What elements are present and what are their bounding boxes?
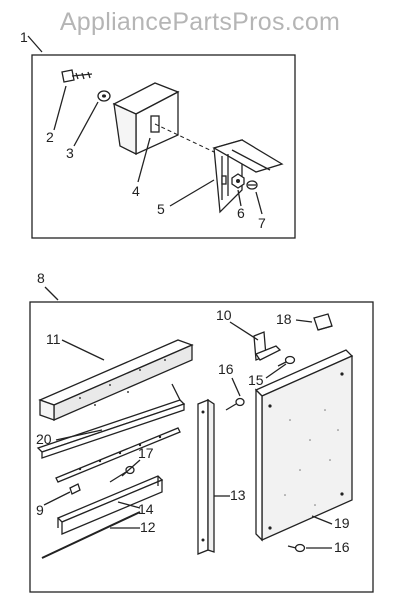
callout-3: 3 bbox=[66, 145, 74, 161]
callout-6: 6 bbox=[237, 205, 245, 221]
callout-8: 8 bbox=[37, 270, 45, 286]
callout-14: 14 bbox=[138, 501, 154, 517]
leader-6 bbox=[237, 189, 242, 207]
leader-7 bbox=[255, 191, 263, 215]
callout-16-lower: 16 bbox=[334, 539, 350, 555]
channel-strip-part-20 bbox=[36, 383, 186, 459]
callout-9: 9 bbox=[36, 502, 44, 518]
leader-16-upper bbox=[231, 377, 241, 397]
callout-5: 5 bbox=[157, 201, 165, 217]
callout-12: 12 bbox=[140, 519, 156, 535]
leader-18 bbox=[295, 319, 313, 323]
perforated-strip bbox=[55, 427, 181, 483]
tray-bracket-part-14 bbox=[56, 475, 164, 535]
nut-part-6 bbox=[231, 173, 245, 189]
leader-1 bbox=[27, 35, 43, 53]
screw-part-7 bbox=[246, 180, 258, 190]
lower-kit-border bbox=[29, 301, 374, 593]
leader-4 bbox=[137, 137, 151, 183]
leader-17 bbox=[121, 459, 141, 477]
screw-part-9 bbox=[69, 483, 81, 495]
callout-16-upper: 16 bbox=[218, 361, 234, 377]
upper-kit-border bbox=[31, 54, 296, 239]
leader-11 bbox=[61, 339, 105, 361]
leader-19 bbox=[311, 515, 333, 525]
angle-bracket-part-5 bbox=[212, 139, 284, 214]
callout-10: 10 bbox=[216, 307, 232, 323]
vertical-channel-part-13 bbox=[197, 398, 215, 555]
leader-8 bbox=[44, 286, 59, 301]
callout-7: 7 bbox=[258, 215, 266, 231]
rod-part-12 bbox=[41, 511, 141, 559]
wood-block-part-11 bbox=[38, 339, 194, 421]
callout-17: 17 bbox=[138, 445, 154, 461]
leader-5 bbox=[169, 179, 215, 207]
screw-part-16-upper bbox=[225, 397, 245, 411]
callout-13: 13 bbox=[230, 487, 246, 503]
callout-19: 19 bbox=[334, 515, 350, 531]
leader-2 bbox=[53, 85, 67, 131]
callout-18: 18 bbox=[276, 311, 292, 327]
callout-4: 4 bbox=[132, 183, 140, 199]
callout-11: 11 bbox=[46, 331, 61, 347]
bracket-cover-part-4 bbox=[112, 82, 215, 156]
leader-3 bbox=[73, 101, 99, 147]
washer-part-3 bbox=[97, 90, 111, 102]
screw-part-16-lower bbox=[287, 543, 306, 553]
callout-1: 1 bbox=[20, 29, 28, 45]
callout-20: 20 bbox=[36, 431, 52, 447]
leader-20 bbox=[55, 429, 103, 441]
cap-part-18 bbox=[313, 313, 333, 331]
leader-10 bbox=[229, 321, 259, 341]
leader-9 bbox=[43, 491, 71, 506]
screw-part-15 bbox=[277, 355, 296, 367]
panel-part-19 bbox=[254, 349, 354, 542]
callout-15: 15 bbox=[248, 372, 264, 388]
callout-2: 2 bbox=[46, 129, 54, 145]
leader-15 bbox=[265, 363, 287, 379]
bracket-part-10 bbox=[253, 331, 282, 361]
screw-part-17 bbox=[109, 465, 135, 483]
screw-part-2 bbox=[61, 69, 93, 83]
leader-14 bbox=[117, 501, 141, 509]
